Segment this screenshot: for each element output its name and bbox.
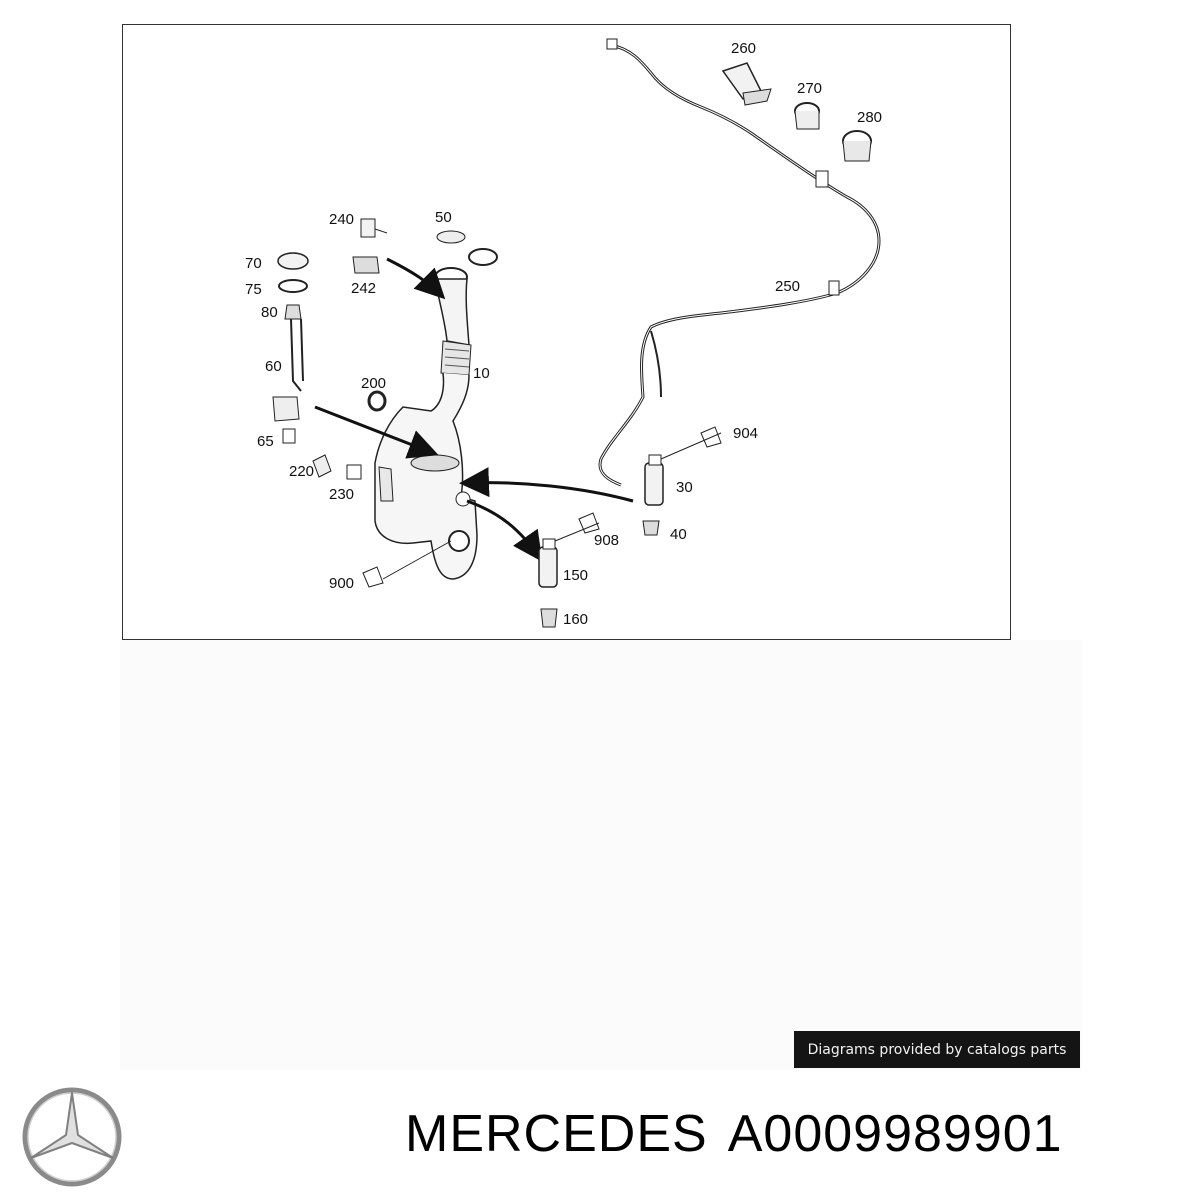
- callout-230: 230: [329, 486, 354, 503]
- callout-75: 75: [245, 281, 262, 298]
- callout-60: 60: [265, 358, 282, 375]
- part-number: A0009989901: [727, 1105, 1063, 1163]
- page-backdrop: [120, 640, 1082, 1070]
- part-title: MERCEDES A0009989901: [405, 1104, 1063, 1164]
- callout-10: 10: [473, 365, 490, 382]
- parts-diagram: 10 30 40 50 60 65 70 75 80 150 160 200 2…: [122, 24, 1011, 640]
- washer-reservoir: [374, 267, 478, 580]
- callout-242: 242: [351, 280, 376, 297]
- clamp-280: [842, 130, 872, 162]
- callout-280: 280: [857, 109, 882, 126]
- callout-80: 80: [261, 304, 278, 321]
- callout-250: 250: [775, 278, 800, 295]
- pump-150: [362, 512, 600, 628]
- callout-200: 200: [361, 375, 386, 392]
- callout-40: 40: [670, 526, 687, 543]
- callout-30: 30: [676, 479, 693, 496]
- mercedes-star-logo-icon: [22, 1087, 122, 1187]
- callout-270: 270: [797, 80, 822, 97]
- callout-908: 908: [594, 532, 619, 549]
- callout-150: 150: [563, 567, 588, 584]
- washer-hose-line: [598, 43, 881, 487]
- brand-name: MERCEDES: [405, 1105, 708, 1163]
- credit-banner: Diagrams provided by catalogs parts: [794, 1031, 1080, 1068]
- washer-system-drawing: 10 30 40 50 60 65 70 75 80 150 160 200 2…: [245, 38, 882, 628]
- callout-260: 260: [731, 40, 756, 57]
- callout-220: 220: [289, 463, 314, 480]
- callout-160: 160: [563, 611, 588, 628]
- callout-70: 70: [245, 255, 262, 272]
- callout-900: 900: [329, 575, 354, 592]
- callout-904: 904: [733, 425, 758, 442]
- callout-50: 50: [435, 209, 452, 226]
- callout-240: 240: [329, 211, 354, 228]
- small-parts-left: [272, 218, 498, 480]
- callout-65: 65: [257, 433, 274, 450]
- clamp-270: [794, 102, 820, 130]
